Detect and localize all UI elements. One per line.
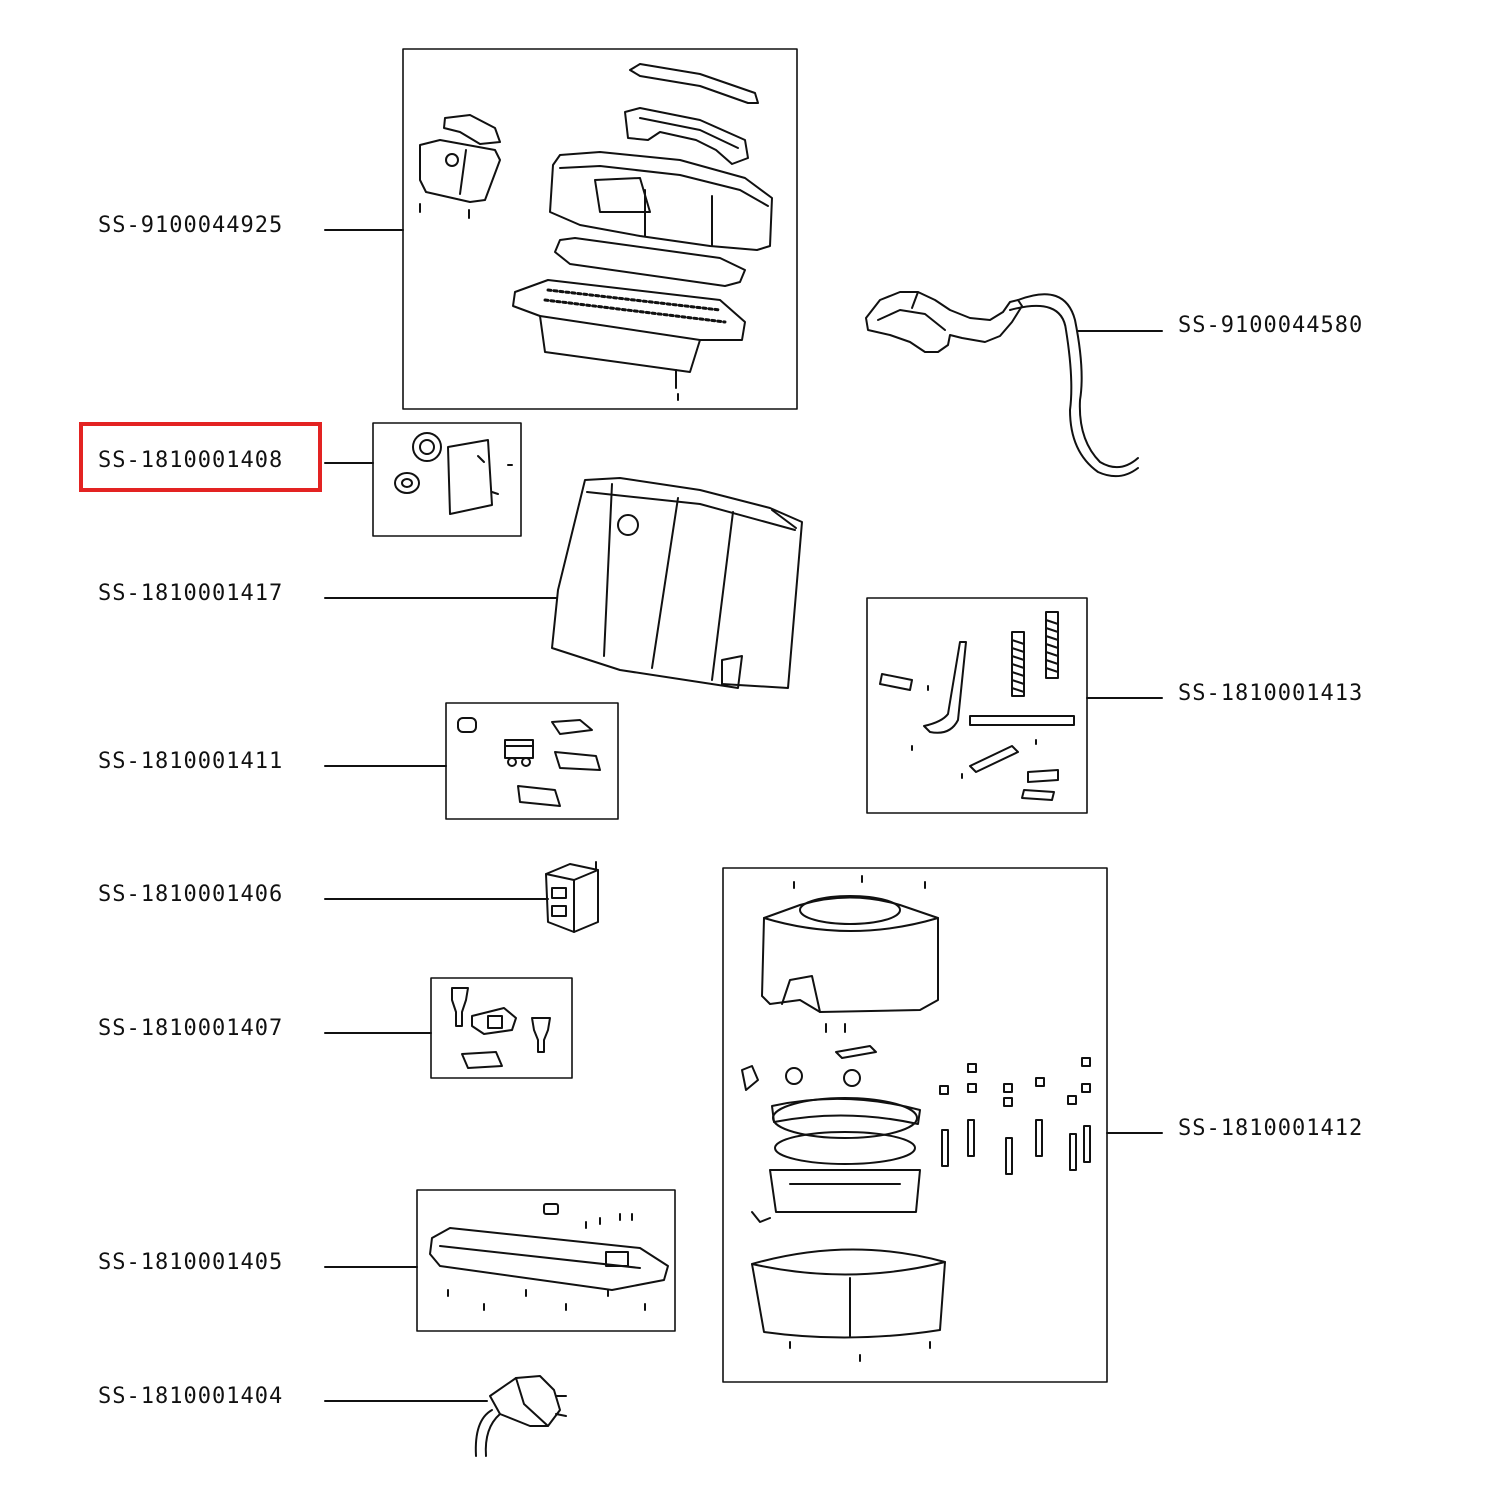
water-tank-cap-set-icon bbox=[394, 432, 513, 515]
part-label-1810001406[interactable]: SS-1810001406 bbox=[98, 882, 284, 907]
valves-set-icon bbox=[451, 987, 551, 1069]
part-label-1810001404[interactable]: SS-1810001404 bbox=[98, 1384, 284, 1409]
part-label-9100044580[interactable]: SS-9100044580 bbox=[1178, 313, 1364, 338]
switch-icon bbox=[545, 861, 599, 933]
leader-lines bbox=[324, 229, 1163, 1402]
part-label-1810001412[interactable]: SS-1810001412 bbox=[1178, 1116, 1364, 1141]
power-cord-icon bbox=[474, 1375, 567, 1457]
part-label-9100044925[interactable]: SS-9100044925 bbox=[98, 213, 284, 238]
hoses-springs-set-icon bbox=[879, 611, 1075, 801]
part-label-1810001413[interactable]: SS-1810001413 bbox=[1178, 681, 1364, 706]
water-tank-icon bbox=[551, 477, 803, 689]
buttons-set-icon bbox=[457, 717, 601, 807]
electronic-board-icon bbox=[429, 1203, 669, 1311]
part-label-1810001408[interactable]: SS-1810001408 bbox=[98, 448, 284, 473]
part-label-1810001417[interactable]: SS-1810001417 bbox=[98, 581, 284, 606]
boiler-assembly-icon bbox=[741, 875, 1091, 1362]
selected-part-highlight bbox=[79, 422, 322, 492]
part-label-1810001407[interactable]: SS-1810001407 bbox=[98, 1016, 284, 1041]
top-cover-assembly-icon bbox=[419, 63, 773, 401]
group-frames bbox=[372, 48, 1108, 1383]
steam-handle-hose-icon bbox=[865, 291, 1139, 478]
part-label-1810001411[interactable]: SS-1810001411 bbox=[98, 749, 284, 774]
part-label-1810001405[interactable]: SS-1810001405 bbox=[98, 1250, 284, 1275]
